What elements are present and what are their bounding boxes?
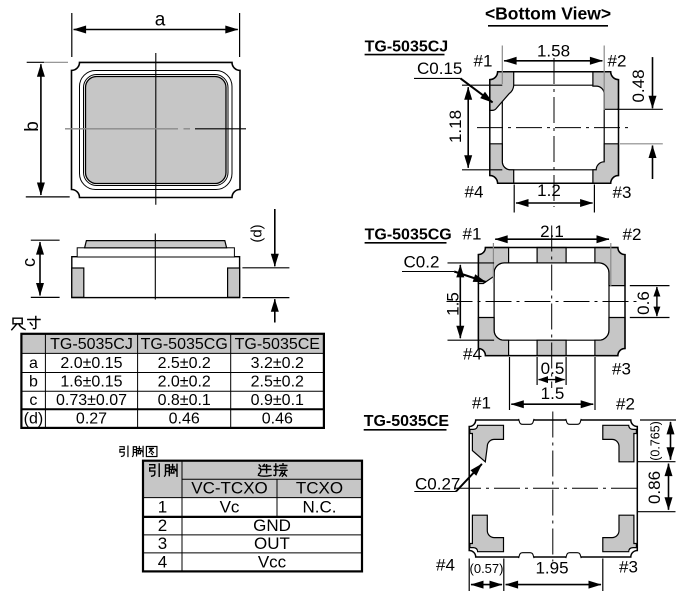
svg-text:OUT: OUT: [254, 534, 290, 553]
svg-text:2.1: 2.1: [540, 222, 564, 241]
svg-text:0.86: 0.86: [645, 471, 664, 504]
svg-text:(0.765): (0.765): [649, 421, 663, 461]
svg-text:TG-5035CG: TG-5035CG: [141, 336, 228, 353]
svg-text:3.2±0.2: 3.2±0.2: [251, 355, 304, 372]
svg-text:0.5: 0.5: [541, 359, 565, 378]
svg-text:a: a: [29, 355, 38, 372]
svg-text:0.6: 0.6: [634, 291, 653, 315]
svg-text:#4: #4: [436, 556, 455, 575]
svg-text:#2: #2: [616, 395, 635, 414]
svg-text:<Bottom View>: <Bottom View>: [485, 4, 611, 24]
svg-text:2.5±0.2: 2.5±0.2: [158, 355, 211, 372]
svg-text:1.95: 1.95: [535, 559, 568, 578]
svg-text:0.8±0.1: 0.8±0.1: [158, 392, 211, 409]
svg-text:2.5±0.2: 2.5±0.2: [251, 374, 304, 391]
svg-text:c: c: [29, 392, 37, 409]
svg-text:0.27: 0.27: [76, 410, 107, 427]
svg-text:1.2: 1.2: [537, 181, 561, 200]
svg-text:#4: #4: [465, 182, 484, 201]
svg-text:2.0±0.2: 2.0±0.2: [158, 374, 211, 391]
svg-text:TG-5035CJ: TG-5035CJ: [365, 39, 449, 56]
svg-text:0.46: 0.46: [169, 410, 200, 427]
svg-text:#2: #2: [608, 51, 627, 70]
svg-text:TG-5035CG: TG-5035CG: [365, 227, 452, 244]
svg-text:1.5: 1.5: [443, 292, 462, 316]
svg-text:4: 4: [158, 552, 167, 571]
svg-text:#3: #3: [612, 360, 631, 379]
svg-text:TG-5035CE: TG-5035CE: [364, 413, 450, 430]
svg-text:Vc: Vc: [220, 498, 240, 517]
svg-text:#3: #3: [619, 558, 638, 577]
svg-text:(d): (d): [249, 224, 266, 242]
svg-text:C0.27: C0.27: [415, 475, 460, 494]
svg-text:TG-5035CJ: TG-5035CJ: [50, 336, 133, 353]
svg-text:2.0±0.15: 2.0±0.15: [60, 355, 122, 372]
svg-text:#4: #4: [463, 345, 482, 364]
svg-text:a: a: [155, 10, 166, 31]
svg-text:(0.57): (0.57): [470, 561, 504, 576]
svg-text:2: 2: [158, 516, 167, 535]
svg-text:#3: #3: [613, 183, 632, 202]
svg-text:c: c: [19, 258, 39, 267]
svg-text:C0.2: C0.2: [404, 253, 440, 272]
svg-text:0.46: 0.46: [262, 410, 293, 427]
svg-text:b: b: [29, 374, 38, 391]
svg-text:0.9±0.1: 0.9±0.1: [251, 392, 304, 409]
svg-text:0.73±0.07: 0.73±0.07: [56, 392, 127, 409]
svg-text:1.18: 1.18: [446, 110, 465, 143]
svg-text:Vcc: Vcc: [258, 552, 287, 571]
svg-text:TG-5035CE: TG-5035CE: [235, 336, 320, 353]
svg-text:VC-TCXO: VC-TCXO: [191, 479, 268, 498]
svg-text:#2: #2: [623, 225, 642, 244]
svg-text:0.48: 0.48: [629, 69, 648, 102]
svg-text:3: 3: [158, 534, 167, 553]
svg-text:TCXO: TCXO: [296, 479, 343, 498]
svg-text:#1: #1: [472, 394, 491, 413]
svg-text:#1: #1: [474, 51, 493, 70]
svg-text:1.6±0.15: 1.6±0.15: [60, 374, 122, 391]
svg-text:GND: GND: [253, 516, 291, 535]
svg-text:1.5: 1.5: [541, 384, 565, 403]
svg-text:(d): (d): [24, 410, 44, 427]
svg-text:1.58: 1.58: [537, 41, 570, 60]
svg-text:N.C.: N.C.: [303, 498, 337, 517]
svg-text:1: 1: [158, 498, 167, 517]
svg-text:C0.15: C0.15: [417, 59, 462, 78]
svg-text:b: b: [22, 121, 43, 132]
svg-text:#1: #1: [463, 225, 482, 244]
